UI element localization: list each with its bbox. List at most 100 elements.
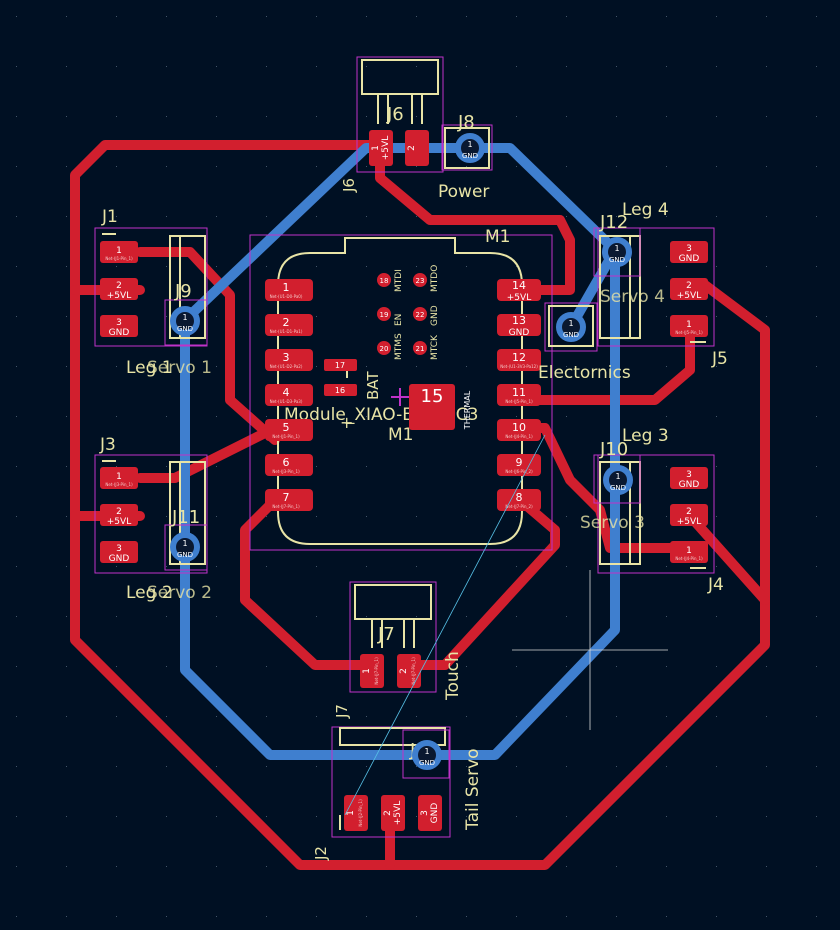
pin-2[interactable]	[670, 278, 708, 300]
svg-text:+5VL: +5VL	[677, 517, 701, 527]
pin-1[interactable]	[100, 241, 138, 263]
svg-text:3: 3	[420, 810, 430, 816]
pin-2[interactable]	[670, 504, 708, 526]
svg-text:Net-(J4-Pin_1): Net-(J4-Pin_1)	[675, 556, 703, 561]
testpoint-j11[interactable]: J11 1 GND	[164, 507, 208, 571]
connector-j4[interactable]: Leg 3 Servo 3 J4 3GND2+5VL1Net-(J4-Pin_1…	[580, 426, 724, 595]
j8-name: Power	[438, 182, 489, 202]
pin-3[interactable]	[100, 315, 138, 337]
svg-text:16: 16	[335, 386, 345, 395]
pin-2[interactable]	[100, 278, 138, 300]
module-pad-11[interactable]	[497, 384, 541, 406]
j11-pad[interactable]	[170, 532, 200, 562]
j5-alt-name: Servo 4	[600, 287, 665, 307]
testpoint-j14[interactable]: Electornics 1 GND	[538, 302, 631, 383]
j8-pad[interactable]	[455, 133, 485, 163]
pin-2[interactable]	[405, 130, 429, 166]
svg-text:Net-(J5-Pin_1): Net-(J5-Pin_1)	[505, 399, 533, 404]
svg-text:1: 1	[424, 747, 429, 756]
svg-text:GND: GND	[109, 554, 130, 564]
testpoint-j8[interactable]: J8 Power 1 GND	[438, 112, 493, 202]
module-pad-12[interactable]	[497, 349, 541, 371]
module-pad-5[interactable]	[265, 419, 313, 441]
testpoint-j12[interactable]: J12 1 GND	[593, 212, 641, 277]
svg-text:Net-(J7-Pin_2): Net-(J7-Pin_2)	[505, 504, 533, 509]
module-m1[interactable]: M1 Module_XIAO-ESP32C3 M1 15 THERMAL BAT…	[249, 227, 553, 551]
connector-j5[interactable]: Leg 4 Servo 4 J5 3GND2+5VL1Net-(J5-Pin_1…	[597, 200, 728, 369]
module-pad-13[interactable]	[497, 314, 541, 336]
svg-text:1: 1	[686, 320, 692, 330]
j13-pad[interactable]	[412, 740, 442, 770]
testpoint-j9[interactable]: J9 1 GND	[164, 281, 208, 346]
svg-text:12: 12	[512, 351, 526, 364]
pin-2[interactable]	[381, 795, 405, 831]
module-pad-4[interactable]	[265, 384, 313, 406]
svg-text:Net-(U1-D1-Pa1): Net-(U1-D1-Pa1)	[270, 329, 303, 334]
pin-3[interactable]	[418, 795, 442, 831]
module-pad-6[interactable]	[265, 454, 313, 476]
module-pad-3[interactable]	[265, 349, 313, 371]
pin-3[interactable]	[670, 241, 708, 263]
svg-text:MTCK: MTCK	[430, 334, 440, 360]
pin-3[interactable]	[100, 541, 138, 563]
thermal-pad-num: 15	[421, 386, 444, 407]
j11-ref: J11	[171, 507, 200, 528]
module-pad-20[interactable]	[377, 341, 391, 355]
bat-label: BAT	[364, 371, 382, 400]
pin-1[interactable]	[369, 130, 393, 166]
module-pad-22[interactable]	[413, 307, 427, 321]
thermal-pad[interactable]	[409, 384, 455, 430]
j14-pad[interactable]	[556, 312, 586, 342]
j3-name: Leg 2	[126, 583, 173, 603]
module-pad-23[interactable]	[413, 273, 427, 287]
testpoint-j13[interactable]: J13 1 GND	[402, 729, 450, 779]
pin-2[interactable]	[100, 504, 138, 526]
module-pad-7[interactable]	[265, 489, 313, 511]
pin-3[interactable]	[670, 467, 708, 489]
svg-text:Net-(J7-Pin_1): Net-(J7-Pin_1)	[411, 657, 416, 685]
module-pad-21[interactable]	[413, 341, 427, 355]
j10-pad[interactable]	[603, 465, 633, 495]
module-pad-19[interactable]	[377, 307, 391, 321]
j6-ref: J6	[386, 104, 404, 125]
svg-text:10: 10	[512, 421, 526, 434]
module-pad-num: 4	[283, 386, 290, 399]
svg-text:+5VL: +5VL	[107, 517, 131, 527]
svg-text:1: 1	[116, 472, 122, 482]
svg-text:Net-(U1-D3-Pa3): Net-(U1-D3-Pa3)	[270, 399, 303, 404]
connector-j3[interactable]: J3 Leg 2 Servo 2 1Net-(J3-Pin_1)2+5VL3GN…	[94, 435, 212, 603]
module-pad-18[interactable]	[377, 273, 391, 287]
pin-1[interactable]	[100, 467, 138, 489]
j9-pad[interactable]	[170, 306, 200, 336]
svg-text:2: 2	[686, 281, 692, 291]
j3-alt-name: Servo 2	[147, 583, 212, 603]
module-courtyard	[249, 234, 553, 551]
pin-1[interactable]	[344, 795, 368, 831]
svg-text:GND: GND	[509, 328, 530, 338]
pin-1[interactable]	[670, 541, 708, 563]
module-pad-10[interactable]	[497, 419, 541, 441]
module-pad-14[interactable]	[497, 279, 541, 301]
testpoint-j10[interactable]: J10 1 GND	[593, 439, 641, 504]
module-pad-9[interactable]	[497, 454, 541, 476]
module-pad-2[interactable]	[265, 314, 313, 336]
j12-pad[interactable]	[602, 237, 632, 267]
pin-2[interactable]	[397, 654, 421, 688]
pin-1[interactable]	[670, 315, 708, 337]
svg-text:Net-(J6-Pin_2): Net-(J6-Pin_2)	[505, 469, 533, 474]
track-j7-left	[240, 495, 373, 670]
track-j3-signal	[135, 423, 280, 483]
module-pad-16[interactable]	[324, 384, 357, 396]
module-left-pads: 1Net-(U1-D0-Pa0)2Net-(U1-D1-Pa1)3Net-(U1…	[265, 279, 313, 511]
module-pad-num: 3	[283, 351, 290, 364]
module-outline	[277, 237, 523, 545]
j5-name: Leg 4	[622, 200, 669, 220]
module-pad-17[interactable]	[324, 359, 357, 371]
module-pad-num: 6	[283, 456, 290, 469]
module-pad-1[interactable]	[265, 279, 313, 301]
pin-1[interactable]	[360, 654, 384, 688]
